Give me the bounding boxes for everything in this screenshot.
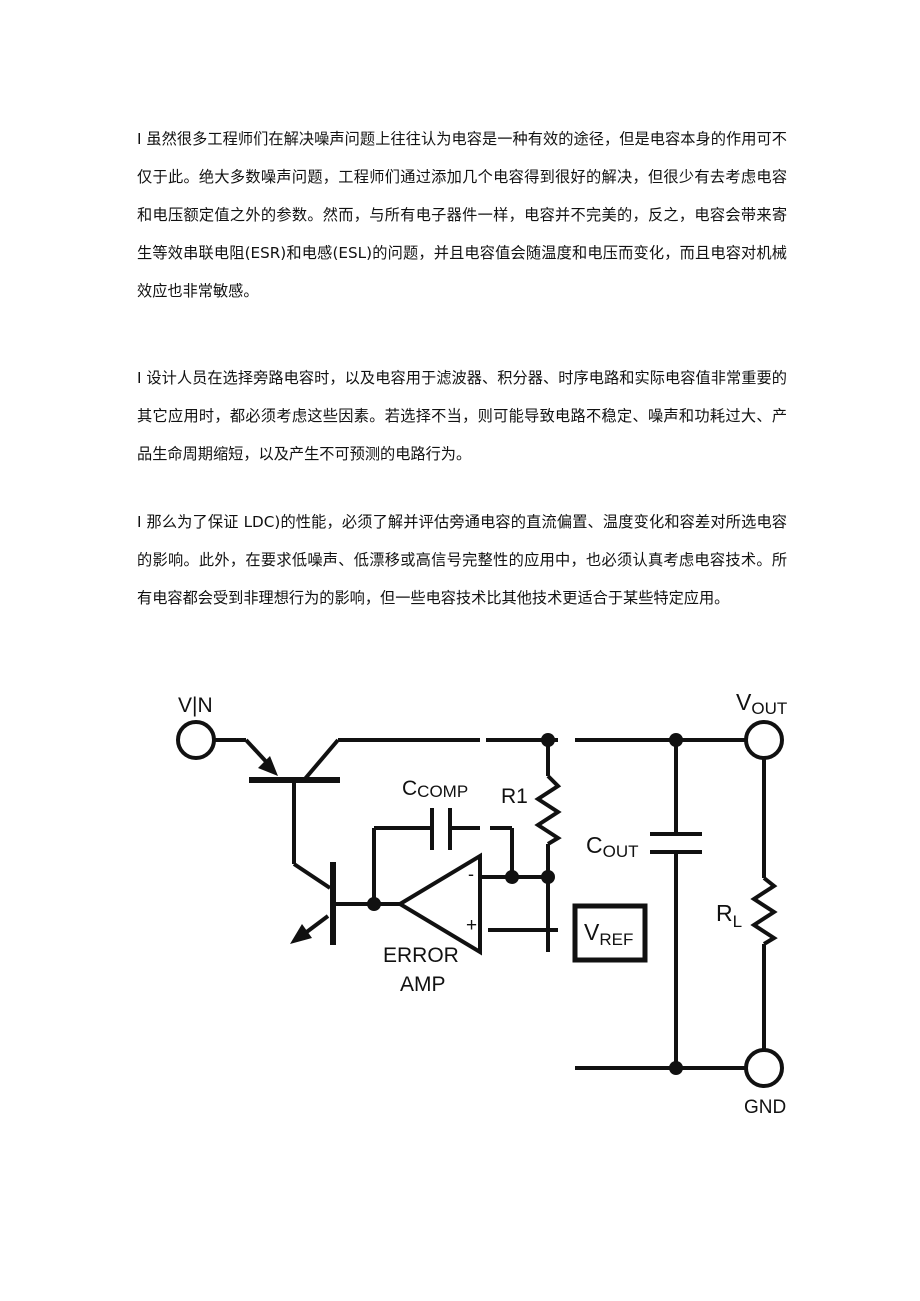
gnd-label: GND (744, 1097, 786, 1118)
gnd-terminal (744, 1048, 784, 1088)
rl-resistor (750, 876, 778, 946)
vout-label: VOUT (736, 689, 787, 718)
rl-label: RL (716, 900, 742, 931)
pass-collector-wire (302, 738, 340, 782)
junction-dot (669, 733, 683, 747)
r1-resistor (534, 774, 562, 846)
junction-dot (505, 870, 519, 884)
plus-label: + (466, 915, 477, 936)
cout-label: COUT (586, 832, 639, 861)
junction-dot (541, 870, 555, 884)
vin-terminal (176, 720, 216, 760)
error-amp-triangle (396, 852, 482, 956)
junction-dot (669, 1061, 683, 1075)
junction-dot (541, 733, 555, 747)
paragraph-3: I 那么为了保证 LDC)的性能，必须了解并评估旁通电容的直流偏置、温度变化和容… (137, 513, 787, 607)
driver-collector-wire (292, 862, 332, 890)
ccomp-label: CCOMP (402, 777, 468, 801)
paragraph-1: I 虽然很多工程师们在解决噪声问题上往往认为电容是一种有效的途径，但是电容本身的… (137, 130, 787, 300)
paragraph-2: I 设计人员在选择旁路电容时，以及电容用于滤波器、积分器、时序电路和实际电容值非… (137, 369, 787, 463)
error-label: ERROR (383, 944, 459, 967)
driver-emitter-arrow (290, 924, 312, 944)
vin-label: V|N (178, 694, 213, 717)
minus-label: - (468, 864, 474, 884)
amp-label: AMP (400, 973, 446, 996)
pass-emitter-arrow (258, 756, 278, 776)
vref-label: VREF (584, 919, 633, 949)
vout-terminal (744, 720, 784, 760)
r1-label: R1 (501, 785, 528, 808)
junction-dot (367, 897, 381, 911)
vref-box (572, 903, 648, 963)
